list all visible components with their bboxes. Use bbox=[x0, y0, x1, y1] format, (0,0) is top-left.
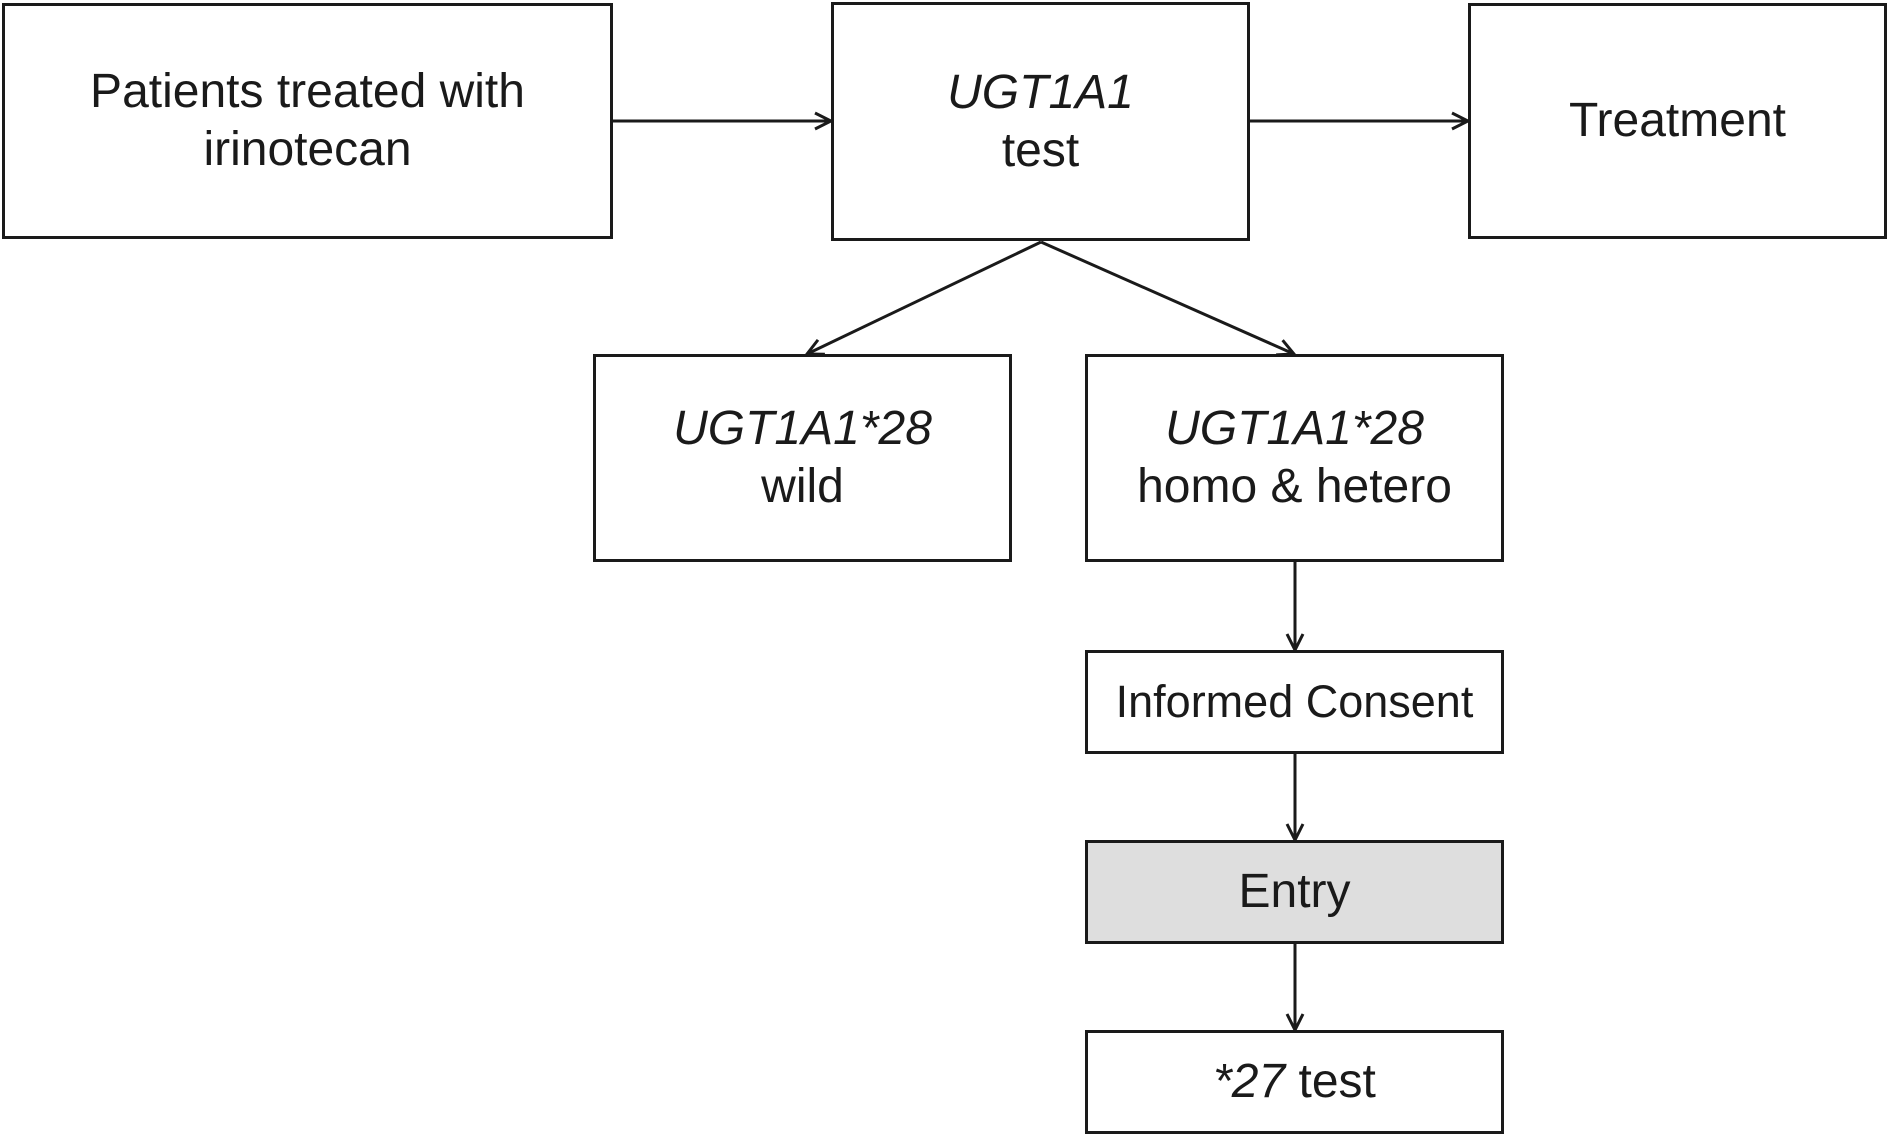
node-treatment: Treatment bbox=[1468, 3, 1887, 239]
node-patients: Patients treated with irinotecan bbox=[2, 3, 613, 239]
node-treatment-label: Treatment bbox=[1569, 94, 1786, 148]
node-ugt-test-line1: UGT1A1 bbox=[947, 65, 1134, 119]
node-consent-label: Informed Consent bbox=[1115, 676, 1474, 727]
node-wild-line2: wild bbox=[761, 460, 844, 513]
node-wild-line1: UGT1A1*28 bbox=[673, 402, 932, 456]
node-patients-line1: Patients treated with bbox=[90, 65, 525, 119]
arrow-test-to-homo-hetero bbox=[1040, 240, 1294, 354]
node-test27-label: *27 test bbox=[1213, 1053, 1376, 1111]
node-test27: *27 test bbox=[1085, 1030, 1504, 1134]
node-consent: Informed Consent bbox=[1085, 650, 1504, 754]
node-homo-hetero-line1: UGT1A1*28 bbox=[1165, 402, 1424, 456]
node-entry-label: Entry bbox=[1238, 865, 1351, 919]
node-test27-italic: *27 bbox=[1213, 1055, 1286, 1109]
node-ugt-test-line2: test bbox=[1001, 123, 1080, 177]
arrow-test-to-wild bbox=[807, 240, 1042, 354]
node-homo-hetero: UGT1A1*28 homo & hetero bbox=[1085, 354, 1504, 562]
node-entry: Entry bbox=[1085, 840, 1504, 944]
node-ugt-test: UGT1A1 test bbox=[831, 2, 1250, 241]
node-test27-plain: test bbox=[1285, 1055, 1376, 1109]
node-homo-hetero-line2: homo & hetero bbox=[1137, 460, 1452, 513]
node-patients-line2: irinotecan bbox=[203, 123, 412, 176]
node-wild: UGT1A1*28 wild bbox=[593, 354, 1012, 562]
